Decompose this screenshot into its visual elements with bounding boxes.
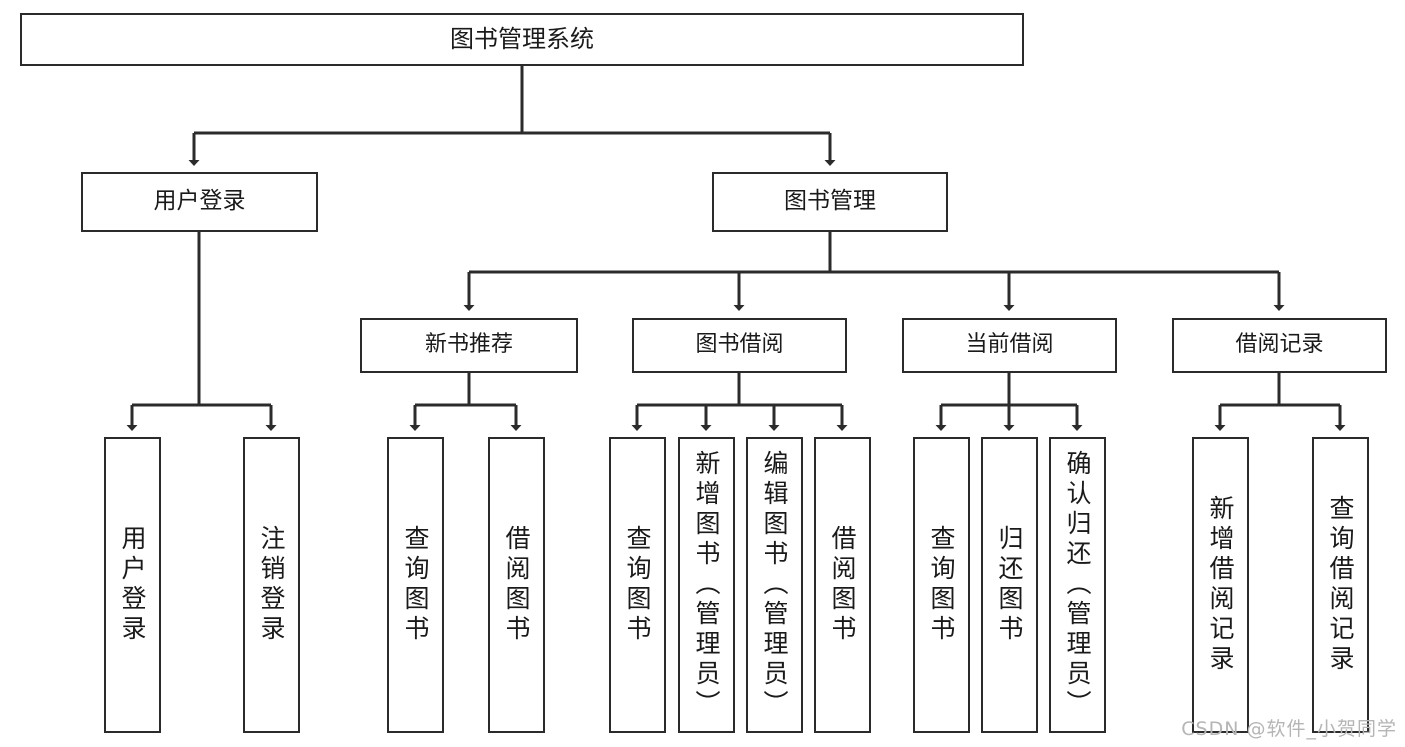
node-label: 图书管理 [784,188,876,215]
node-book-borrow[interactable]: 图书借阅 [632,318,847,373]
node-label: 新增借阅记录 [1206,495,1235,675]
node-label: 查询借阅记录 [1326,495,1355,675]
node-current-borrow[interactable]: 当前借阅 [902,318,1117,373]
node-leaf-query-book-borrow[interactable]: 查询图书 [609,437,666,733]
node-label: 借阅记录 [1235,332,1324,358]
node-label: 借阅图书 [828,525,857,645]
node-leaf-query-book-recommend[interactable]: 查询图书 [387,437,444,733]
node-label: 新书推荐 [424,332,513,358]
node-leaf-query-book-current[interactable]: 查询图书 [913,437,970,733]
node-leaf-return-book[interactable]: 归还图书 [981,437,1038,733]
node-book-management[interactable]: 图书管理 [712,172,948,232]
node-label: 图书借阅 [695,332,784,358]
node-label: 查询图书 [623,525,652,645]
node-label: 编辑图书（管理员） [760,450,789,720]
node-label: 注销登录 [257,525,286,645]
node-label: 用户登录 [153,188,246,215]
node-label: 查询图书 [927,525,956,645]
node-label: 确认归还（管理员） [1063,450,1092,720]
node-new-book-recommend[interactable]: 新书推荐 [360,318,578,373]
node-root-system[interactable]: 图书管理系统 [20,13,1024,66]
node-label: 查询图书 [401,525,430,645]
node-label: 归还图书 [995,525,1024,645]
node-label: 新增图书（管理员） [692,450,721,720]
node-leaf-borrow-book[interactable]: 借阅图书 [814,437,871,733]
node-borrow-record[interactable]: 借阅记录 [1172,318,1387,373]
node-leaf-edit-book[interactable]: 编辑图书（管理员） [746,437,803,733]
node-leaf-user-login[interactable]: 用户登录 [104,437,161,733]
node-leaf-add-borrow-record[interactable]: 新增借阅记录 [1192,437,1249,733]
node-label: 用户登录 [118,525,147,645]
node-leaf-query-borrow-record[interactable]: 查询借阅记录 [1312,437,1369,733]
node-leaf-borrow-book-recommend[interactable]: 借阅图书 [488,437,545,733]
node-user-login[interactable]: 用户登录 [81,172,318,232]
node-label: 当前借阅 [965,332,1054,358]
node-leaf-add-book[interactable]: 新增图书（管理员） [678,437,735,733]
node-label: 图书管理系统 [450,25,594,54]
node-leaf-logout[interactable]: 注销登录 [243,437,300,733]
node-leaf-confirm-return[interactable]: 确认归还（管理员） [1049,437,1106,733]
node-label: 借阅图书 [502,525,531,645]
